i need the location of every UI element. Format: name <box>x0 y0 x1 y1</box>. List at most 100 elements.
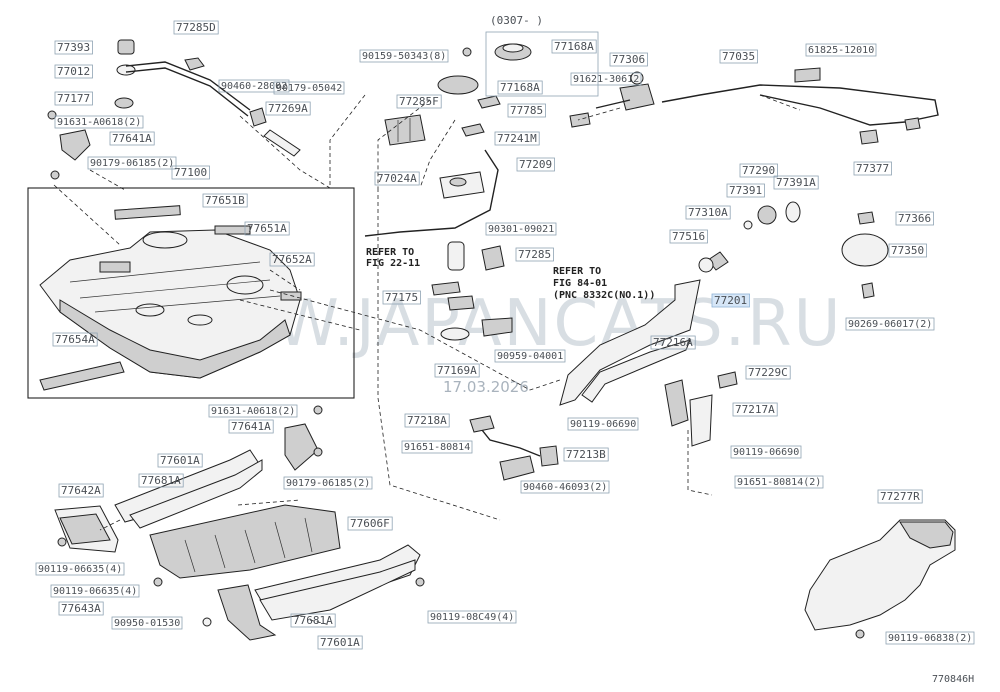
part-number: 90119-06635(4) <box>53 586 137 597</box>
part-label: 77350 <box>888 243 927 258</box>
part-number: 77012 <box>57 65 90 78</box>
part-number: 77241M <box>497 132 537 145</box>
part-label-box <box>52 332 98 347</box>
part-number: 77217A <box>735 403 775 416</box>
part-label-box <box>494 349 566 363</box>
part-number: 77168A <box>500 81 540 94</box>
part-label: 91621-30612 <box>570 72 642 86</box>
part-number: 77169A <box>437 364 477 377</box>
part-label: 77209 <box>516 157 555 172</box>
part-number: 90950-01530 <box>114 618 180 629</box>
part-label-box <box>494 131 540 146</box>
date-range-label: (0307- ) <box>490 14 543 27</box>
part-number: 77391 <box>729 184 762 197</box>
part-number: 90159-50343(8) <box>362 51 446 62</box>
part-number: 77651B <box>205 194 245 207</box>
part-label: 77201 <box>711 293 750 308</box>
part-label-box <box>109 131 155 146</box>
part-label: 77168A <box>497 80 543 95</box>
part-label: 77217A <box>732 402 778 417</box>
part-label: 77168A <box>551 39 597 54</box>
part-label-box <box>157 453 203 468</box>
part-label-box <box>427 610 517 624</box>
part-number-labels: 7739377285D7701290460-280027717790179-05… <box>35 20 975 650</box>
part-label-box <box>567 417 639 431</box>
part-number: 90119-06635(4) <box>38 564 122 575</box>
part-number: 91631-A0618(2) <box>211 406 295 417</box>
part-label: 77393 <box>54 40 93 55</box>
part-label: 77643A <box>58 601 104 616</box>
part-label: 77012 <box>54 64 93 79</box>
part-label: 77241M <box>494 131 540 146</box>
part-number: 77606F <box>350 517 390 530</box>
part-label: 90959-04001 <box>494 349 566 363</box>
part-label-box <box>434 363 480 378</box>
part-number: 91651-80814(2) <box>737 477 821 488</box>
part-number: 91651-80814 <box>404 442 470 453</box>
fender-liner-drawing <box>804 519 956 639</box>
part-label: 90301-09021 <box>485 222 557 236</box>
part-number: 77377 <box>856 162 889 175</box>
part-label-box <box>726 183 765 198</box>
part-label: 90179-06185(2) <box>87 156 177 170</box>
part-label: 61825-12010 <box>805 43 877 57</box>
part-label-box <box>885 631 975 645</box>
part-label-box <box>359 49 449 63</box>
part-label: 77024A <box>374 171 420 186</box>
part-label: 77177 <box>54 91 93 106</box>
refer-note-fig-22-11: REFER TO FIG 22-11 <box>366 247 420 269</box>
part-number: 90959-04001 <box>497 351 563 362</box>
part-label: 90119-06690 <box>567 417 639 431</box>
part-label-box <box>382 290 421 305</box>
part-label-box <box>805 43 877 57</box>
part-number: 77100 <box>174 166 207 179</box>
part-label: 77606F <box>347 516 393 531</box>
part-label: 77651A <box>244 221 290 236</box>
part-number: 77285D <box>176 21 216 34</box>
part-label-box <box>317 635 363 650</box>
part-label: 77285 <box>515 247 554 262</box>
part-label: 77785 <box>507 103 546 118</box>
part-label: 77269A <box>265 101 311 116</box>
part-number: 77285 <box>518 248 551 261</box>
part-label-box <box>507 103 546 118</box>
part-label-box <box>396 94 442 109</box>
part-label: 77601A <box>157 453 203 468</box>
part-number: 77310A <box>688 206 728 219</box>
part-label-box <box>563 447 609 462</box>
lower-shield-parts <box>54 405 425 641</box>
part-label-box <box>669 229 708 244</box>
part-label: 90269-06017(2) <box>845 317 935 331</box>
part-label: 77654A <box>52 332 98 347</box>
part-label-box <box>497 80 543 95</box>
part-label-box <box>650 335 696 350</box>
part-label-box <box>111 616 183 630</box>
part-number: 77651A <box>247 222 287 235</box>
part-label: 77641A <box>228 419 274 434</box>
part-number: 90269-06017(2) <box>848 319 932 330</box>
part-number: 77290 <box>742 164 775 177</box>
part-label-box <box>570 72 642 86</box>
date-range-frame <box>485 31 599 97</box>
part-number: 77350 <box>891 244 924 257</box>
center-upper-parts <box>364 43 532 341</box>
part-label: 90460-46093(2) <box>520 480 610 494</box>
part-number: 77024A <box>377 172 417 185</box>
part-label-box <box>609 52 648 67</box>
watermark-date: 17.03.2026 <box>443 378 529 396</box>
part-number: 77035 <box>722 50 755 63</box>
part-number: 90119-08C49(4) <box>430 612 514 623</box>
part-label: 91651-80814 <box>401 440 473 454</box>
part-label-box <box>171 165 210 180</box>
part-number: 77652A <box>272 253 312 266</box>
part-label: 77229C <box>745 365 791 380</box>
part-label: 90119-06690 <box>730 445 802 459</box>
part-number: 77168A <box>554 40 594 53</box>
part-label: 77169A <box>434 363 480 378</box>
part-label-box <box>244 221 290 236</box>
part-label-box <box>711 293 750 308</box>
part-label-box <box>745 365 791 380</box>
part-label-box <box>35 562 125 576</box>
part-label: 90179-05042 <box>273 81 345 95</box>
refer-note-line1: REFER TO <box>553 266 601 277</box>
